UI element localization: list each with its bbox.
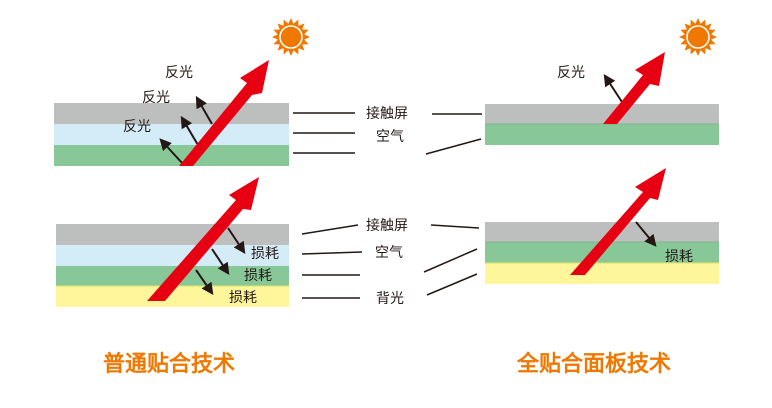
loss-label: 损耗 xyxy=(244,268,272,284)
loss-label: 损耗 xyxy=(665,249,693,265)
reflection-arrow xyxy=(195,95,213,125)
leader-lines-bottom xyxy=(301,224,480,299)
reflection-arrow xyxy=(159,138,184,165)
light-arrow xyxy=(147,177,259,301)
left-top-stack xyxy=(54,103,289,166)
loss-arrow xyxy=(211,248,230,275)
right-top-stack xyxy=(485,104,719,145)
loss-label: 损耗 xyxy=(251,246,279,262)
layer-lcd xyxy=(485,124,719,145)
left-title: 普通贴合技术 xyxy=(103,351,235,377)
right-bottom-stack xyxy=(485,222,719,284)
sun-icon xyxy=(679,18,717,56)
sun-icon xyxy=(272,18,310,56)
layer-backlight xyxy=(485,263,719,284)
legend-air: 空气 xyxy=(376,129,404,145)
light-arrow xyxy=(570,168,666,275)
reflection-arrow xyxy=(603,73,623,103)
loss-arrow xyxy=(635,221,657,247)
layer-touch-glass xyxy=(485,104,719,124)
right-title: 全贴合面板技术 xyxy=(516,351,671,377)
layer-touch-glass xyxy=(54,103,289,124)
light-arrow xyxy=(179,60,269,166)
layer-touch-glass xyxy=(485,222,719,242)
reflection-arrow xyxy=(180,115,199,146)
loss-arrow xyxy=(195,269,214,295)
layer-air-gap xyxy=(56,245,289,266)
left-bottom-stack xyxy=(56,224,289,307)
legend-touch-screen: 接触屏 xyxy=(366,105,408,122)
sun-disc xyxy=(279,25,303,49)
layer-touch-glass xyxy=(56,224,289,245)
leader-lines-top xyxy=(293,112,482,155)
left-bottom-loss-arrows xyxy=(195,227,246,295)
reflection-label: 反光 xyxy=(123,119,151,135)
reflection-label: 反光 xyxy=(165,65,193,81)
legend-touch-screen: 接触屏 xyxy=(366,217,408,234)
layer-air-gap xyxy=(54,124,289,145)
left-top-reflection-arrows xyxy=(159,95,213,165)
loss-arrow xyxy=(227,227,246,254)
loss-label: 损耗 xyxy=(229,290,257,306)
reflection-label: 反光 xyxy=(557,65,585,81)
legend-backlight: 背光 xyxy=(376,291,404,307)
light-arrow xyxy=(603,52,665,124)
layer-lcd xyxy=(54,145,289,166)
layer-backlight xyxy=(56,286,289,307)
legend-air: 空气 xyxy=(375,245,403,261)
sun-disc xyxy=(686,25,710,49)
reflection-label: 反光 xyxy=(142,90,170,106)
